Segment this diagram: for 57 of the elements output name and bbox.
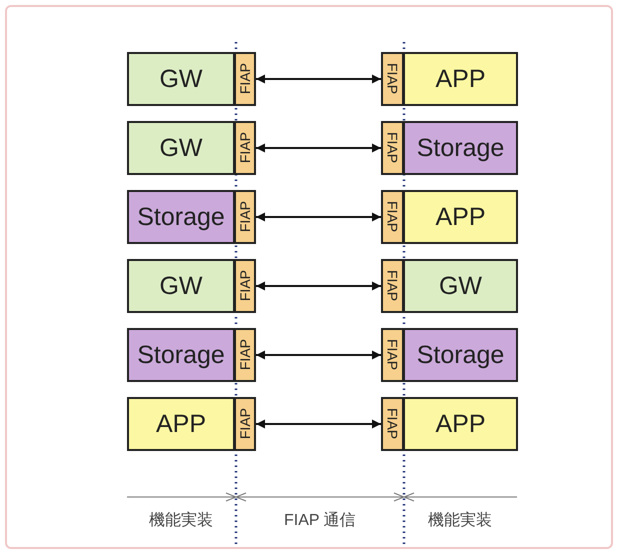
protocol-tab — [381, 190, 404, 244]
box-label: GW — [159, 134, 203, 162]
arrow — [256, 420, 381, 428]
box-label: Storage — [416, 134, 504, 162]
component-box — [127, 397, 235, 451]
arrow — [256, 282, 381, 290]
box-label: FIAP — [384, 201, 400, 233]
protocol-tab — [381, 259, 404, 313]
protocol-tab — [234, 328, 256, 382]
protocol-tab — [381, 52, 404, 106]
box-label: APP — [435, 410, 486, 438]
component-box — [127, 328, 235, 382]
component-box — [403, 121, 518, 175]
box-label: GW — [438, 272, 482, 300]
component-box — [127, 259, 235, 313]
box-label: FIAP — [384, 339, 400, 371]
box-label: FIAP — [384, 270, 400, 302]
protocol-tab — [381, 328, 404, 382]
box-label: Storage — [416, 340, 504, 370]
box-label: FIAP — [237, 201, 253, 233]
protocol-tab — [234, 121, 256, 175]
arrow — [256, 350, 381, 360]
protocol-tab — [381, 397, 404, 451]
box-label: FIAP — [237, 408, 253, 440]
section-label: 機能実装 — [149, 510, 213, 531]
arrow — [256, 74, 381, 84]
box-label: FIAP — [237, 270, 253, 302]
protocol-tab — [234, 52, 256, 106]
box-label: APP — [435, 64, 486, 94]
box-label: FIAP — [384, 63, 400, 95]
box-label: Storage — [137, 202, 225, 232]
component-box — [127, 52, 235, 106]
component-box — [403, 397, 518, 451]
component-box — [403, 52, 518, 106]
component-box — [127, 190, 235, 244]
arrow — [256, 144, 381, 152]
protocol-tab — [381, 121, 404, 175]
component-box — [403, 259, 518, 313]
box-label: FIAP — [237, 63, 253, 95]
box-label: Storage — [137, 340, 225, 370]
protocol-tab — [234, 190, 256, 244]
box-label: FIAP — [384, 132, 400, 164]
box-label: APP — [435, 202, 486, 232]
arrow — [256, 212, 381, 222]
box-label: GW — [159, 64, 203, 94]
section-label: FIAP 通信 — [284, 510, 356, 531]
component-box — [403, 190, 518, 244]
box-label: FIAP — [237, 132, 253, 164]
box-label: GW — [159, 272, 203, 300]
box-label: FIAP — [237, 339, 253, 371]
box-label: APP — [156, 410, 206, 438]
protocol-tab — [234, 397, 256, 451]
component-box — [403, 328, 518, 382]
component-box — [127, 121, 235, 175]
protocol-tab — [234, 259, 256, 313]
section-label: 機能実装 — [428, 510, 492, 531]
box-label: FIAP — [384, 408, 400, 440]
